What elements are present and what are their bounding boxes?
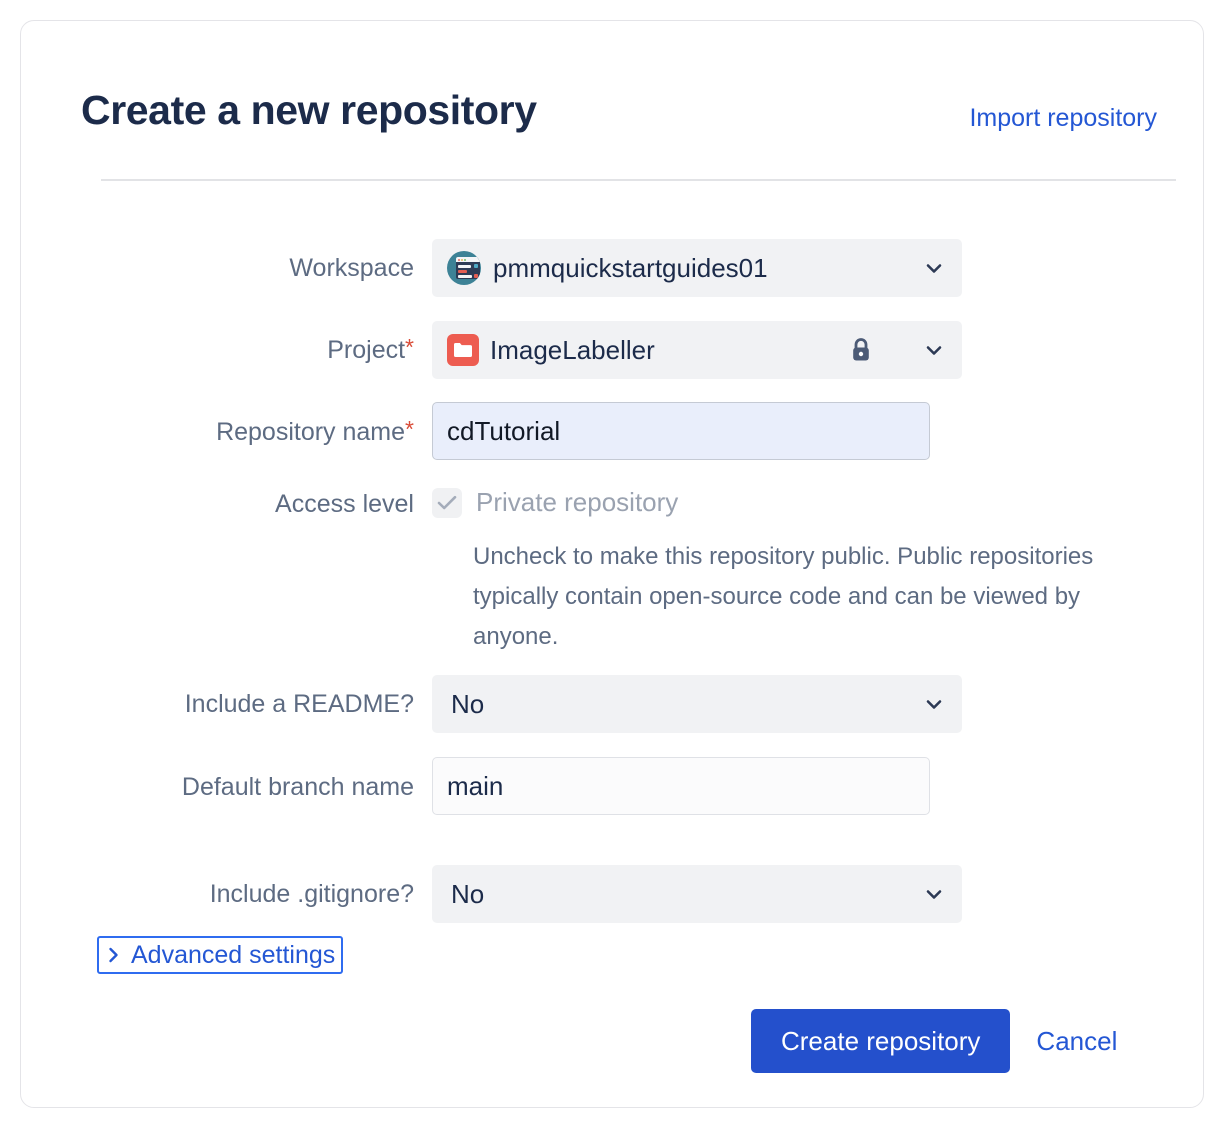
- form-actions: Create repository Cancel: [751, 1009, 1117, 1073]
- default-branch-label: Default branch name: [181, 773, 414, 801]
- import-repository-link[interactable]: Import repository: [969, 104, 1157, 132]
- chevron-down-icon: [923, 693, 945, 715]
- repository-name-input[interactable]: [432, 402, 930, 460]
- include-gitignore-select[interactable]: No: [432, 865, 962, 923]
- access-level-helper-text: Uncheck to make this repository public. …: [473, 543, 1094, 650]
- include-readme-value: No: [451, 688, 485, 719]
- project-label: Project*: [62, 321, 432, 366]
- default-branch-row: Default branch name: [62, 757, 930, 815]
- card-header: Create a new repository Import repositor…: [81, 81, 1157, 179]
- access-level-row: Access level Private repository: [62, 487, 678, 520]
- include-readme-select[interactable]: No: [432, 675, 962, 733]
- workspace-select[interactable]: pmmquickstartguides01: [432, 239, 962, 297]
- project-label-text: Project: [327, 336, 406, 364]
- create-repository-button[interactable]: Create repository: [751, 1009, 1011, 1073]
- repository-name-required-mark: *: [405, 416, 414, 442]
- page-title: Create a new repository: [81, 87, 537, 133]
- include-gitignore-label: Include .gitignore?: [209, 880, 414, 908]
- header-divider: [101, 179, 1176, 181]
- chevron-down-icon: [923, 339, 945, 361]
- default-branch-input[interactable]: [432, 757, 930, 815]
- include-gitignore-row: Include .gitignore? No: [62, 865, 962, 923]
- include-readme-label: Include a README?: [184, 690, 414, 718]
- advanced-settings-label: Advanced settings: [131, 941, 336, 969]
- project-value: ImageLabeller: [490, 334, 655, 365]
- workspace-row: Workspace pmmquickstartguides01: [62, 239, 962, 297]
- workspace-label: Workspace: [289, 254, 414, 282]
- project-row: Project* ImageLabeller: [62, 321, 962, 379]
- include-gitignore-value: No: [451, 878, 485, 909]
- repository-name-label-text: Repository name: [216, 418, 406, 446]
- chevron-down-icon: [923, 883, 945, 905]
- advanced-settings-toggle[interactable]: Advanced settings: [97, 936, 344, 974]
- workspace-avatar-icon: [447, 251, 481, 285]
- project-required-mark: *: [405, 334, 414, 360]
- chevron-down-icon: [923, 257, 945, 279]
- project-select[interactable]: ImageLabeller: [432, 321, 962, 379]
- lock-icon: [849, 337, 873, 363]
- private-repository-label: Private repository: [476, 487, 679, 517]
- cancel-button[interactable]: Cancel: [1036, 1025, 1118, 1056]
- create-repository-card: Create a new repository Import repositor…: [20, 20, 1204, 1108]
- include-readme-row: Include a README? No: [62, 675, 962, 733]
- workspace-value: pmmquickstartguides01: [493, 252, 768, 283]
- repository-name-row: Repository name*: [62, 402, 930, 460]
- access-level-label: Access level: [275, 490, 414, 518]
- repository-name-label: Repository name*: [62, 402, 432, 448]
- chevron-right-icon: [107, 946, 121, 964]
- project-folder-icon: [447, 334, 479, 366]
- private-repository-checkbox[interactable]: [432, 488, 462, 518]
